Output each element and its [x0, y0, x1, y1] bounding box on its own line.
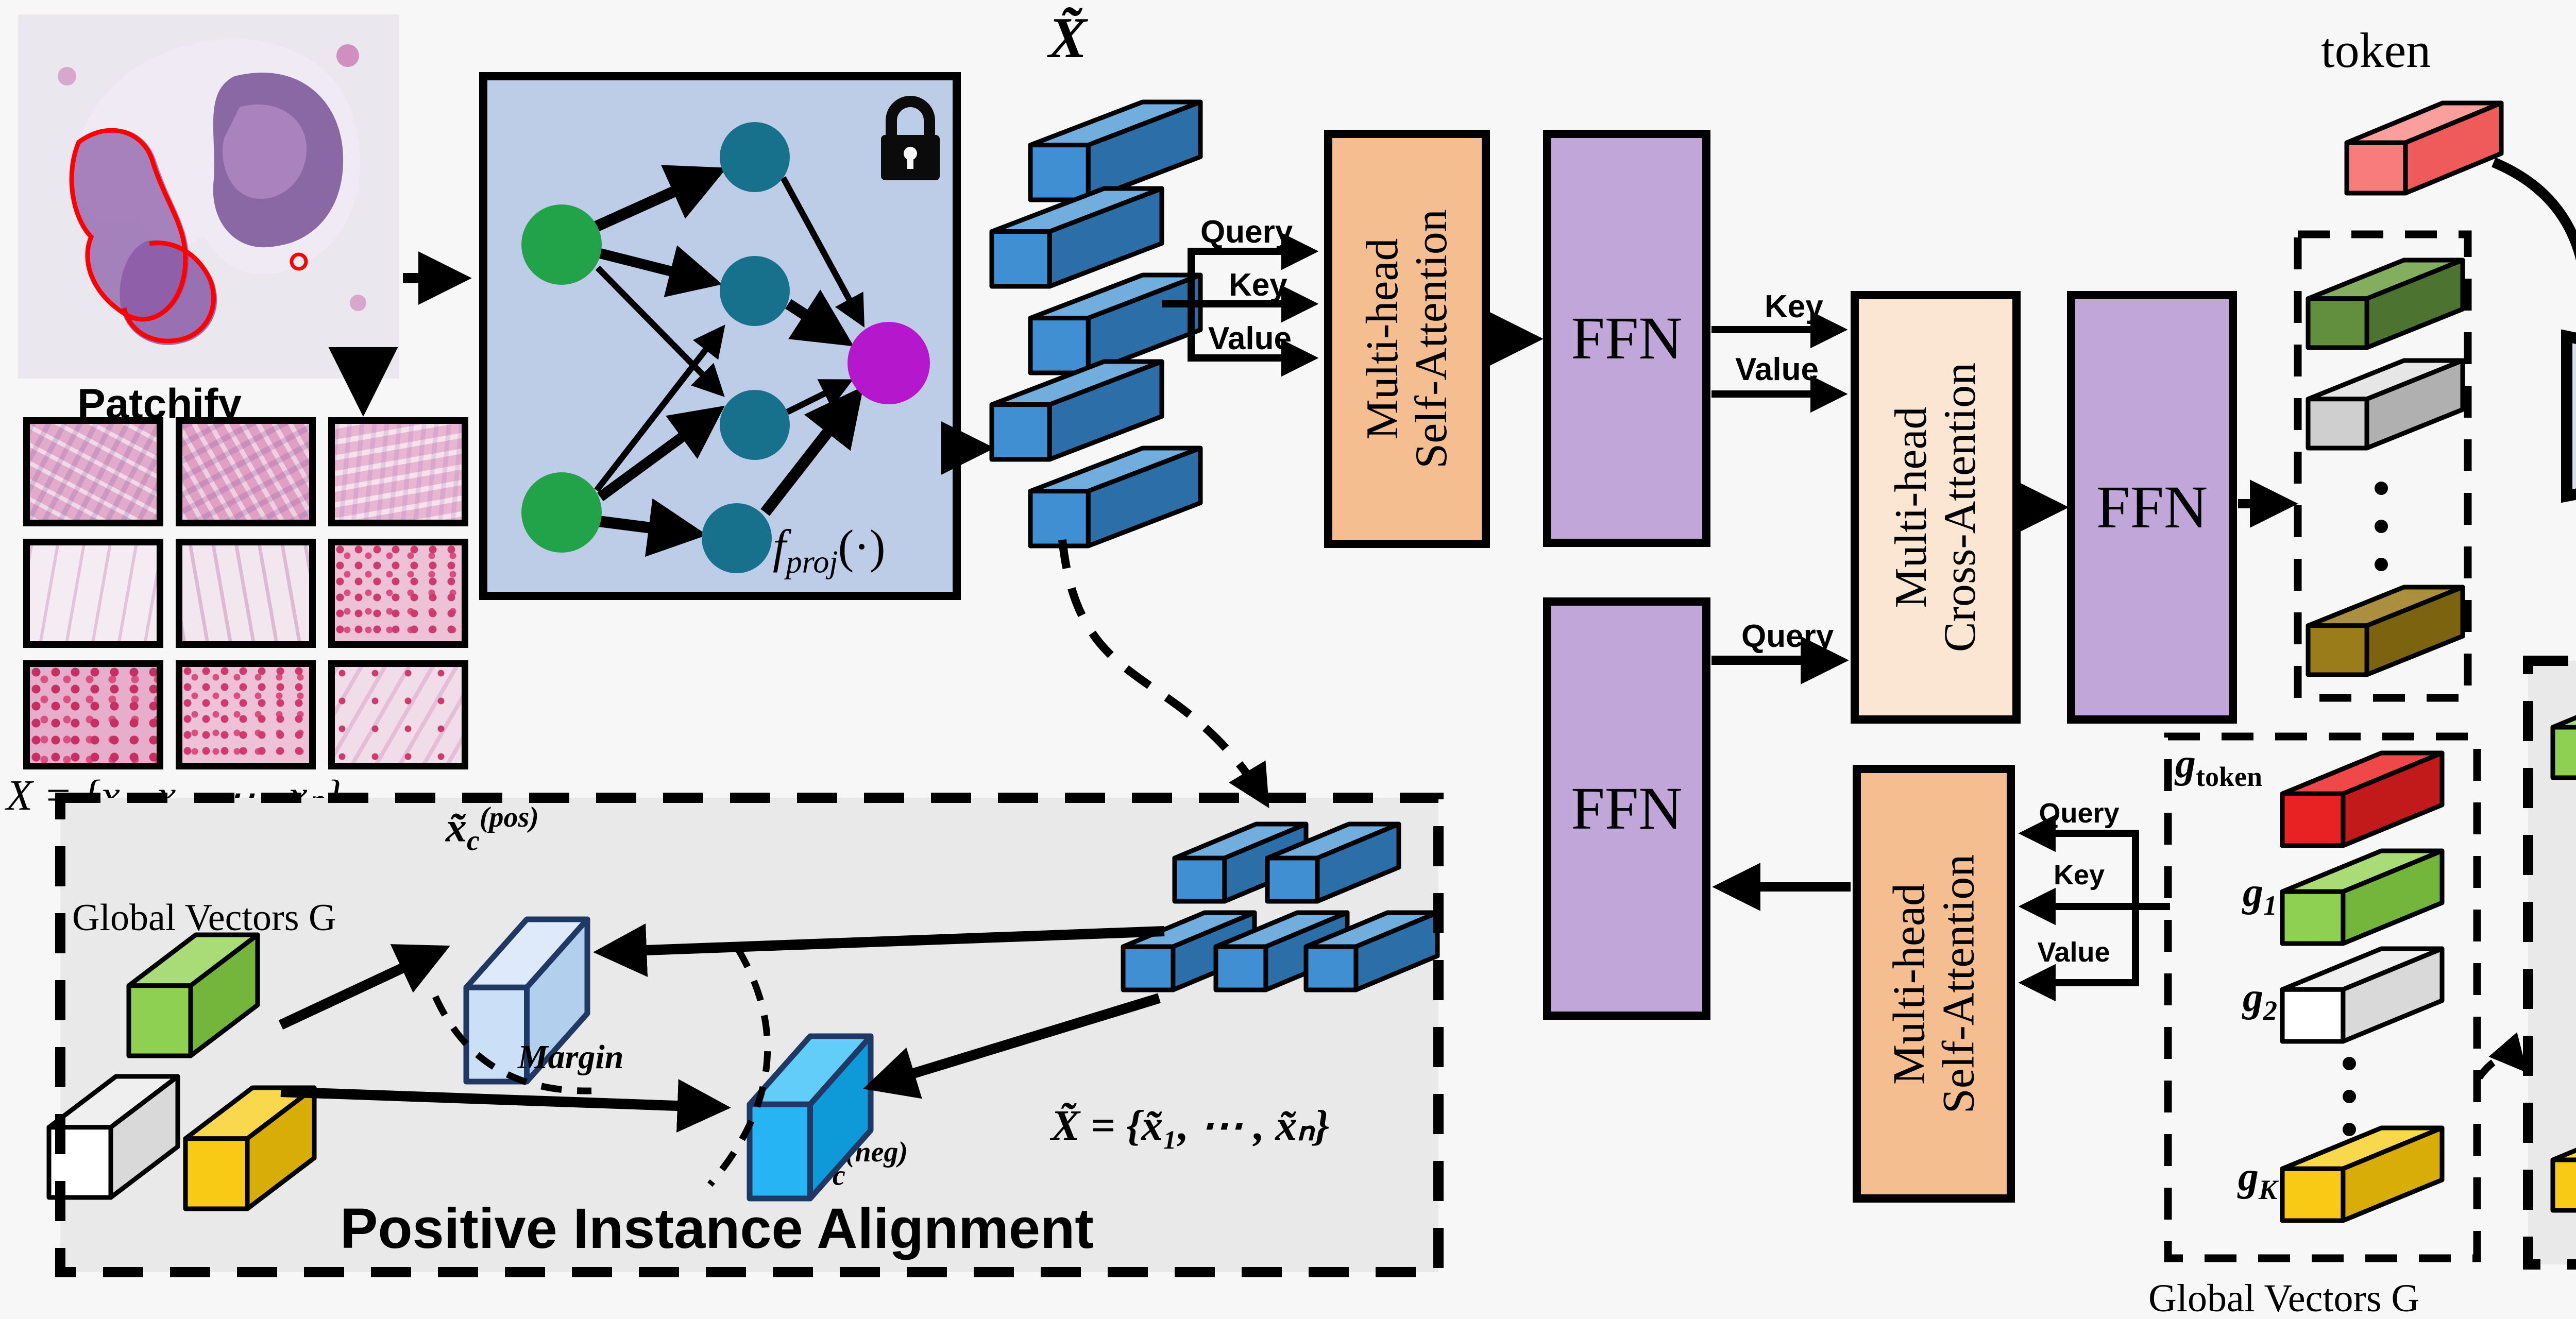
- class-token-bar: [2344, 100, 2504, 196]
- query-label: Query: [2039, 798, 2120, 829]
- vertical-ellipsis: [2343, 1057, 2356, 1136]
- wsi-art: [18, 14, 399, 379]
- instance-set-label: X̃ = {x̃₁, ⋯ , x̃ₙ}: [1051, 1102, 1330, 1150]
- instance-bar: [1303, 910, 1440, 992]
- patch-thumbnail: [23, 417, 163, 526]
- embedding-bar: [1028, 99, 1203, 202]
- key-label: Key: [1765, 289, 1823, 324]
- gK-label: gK: [2238, 1154, 2277, 1205]
- key-label: Key: [1229, 267, 1287, 303]
- projector-label: fproj(·): [773, 520, 886, 580]
- pia-title: Positive Instance Alignment: [340, 1197, 1094, 1260]
- cross-attention-label: Multi-head Cross-Attention: [1886, 362, 1985, 653]
- patch-thumbnail: [176, 660, 316, 769]
- ffn-label: FFN: [1571, 304, 1683, 372]
- patch-thumbnail: [328, 539, 468, 648]
- embedding-bar: [989, 359, 1164, 462]
- negative-instance-bar: [747, 1033, 874, 1202]
- patch-thumbnail: [23, 539, 163, 648]
- vertical-ellipsis: [2375, 482, 2388, 571]
- key-label: Key: [2053, 860, 2105, 890]
- embedding-set-label: X̃: [1048, 6, 1087, 70]
- margin-label: Margin: [518, 1038, 624, 1076]
- tumor-outline: [69, 128, 188, 322]
- pia-yellow-bar: [183, 1085, 317, 1211]
- ffn-label: FFN: [1571, 775, 1683, 842]
- value-label: Value: [1208, 321, 1292, 356]
- value-label: Value: [1735, 352, 1819, 387]
- global-vector-bar: [2280, 848, 2445, 946]
- globals-to-diversity-dashed-arrow: [2476, 1032, 2528, 1080]
- positive-instance-label: x̃c(pos): [446, 801, 539, 857]
- token-label: token: [2321, 23, 2431, 78]
- patch-thumbnail: [176, 539, 316, 648]
- ffn-box: FFN: [1543, 130, 1710, 547]
- patch-thumbnail: [328, 417, 468, 526]
- patch-thumbnail: [328, 660, 468, 769]
- g2-label: g2: [2243, 975, 2277, 1026]
- self-attention-box: [1324, 130, 1490, 548]
- instance-bar: [1265, 821, 1401, 904]
- ffn-box: FFN: [2067, 291, 2237, 724]
- value-label: Value: [2037, 937, 2110, 968]
- patch-thumbnail: [23, 660, 163, 769]
- token-to-classifier-arrow: [2492, 157, 2576, 389]
- self-attention-box: [1853, 765, 2015, 1203]
- embedding-bar: [1028, 272, 1203, 375]
- ffn-box: FFN: [1543, 597, 1710, 1020]
- pia-white-bar: [46, 1074, 180, 1200]
- embeddings-to-pia-dashed-arrow: [1058, 539, 1269, 809]
- classifier-shape: [2561, 329, 2576, 503]
- cross-attention-box: [1851, 291, 2021, 724]
- global-vector-bar: [2280, 1125, 2445, 1223]
- wsi-thumbnail: [18, 14, 399, 379]
- lock-icon: [872, 92, 949, 187]
- global-vector-bar: [2280, 946, 2445, 1044]
- global-token-bar: [2280, 750, 2445, 848]
- g1-label: g1: [2243, 870, 2277, 921]
- pia-green-bar: [126, 932, 260, 1058]
- diversity-yellow-bar: [2550, 1120, 2576, 1213]
- output-token-bar: [2306, 358, 2465, 451]
- ffn-label: FFN: [2096, 473, 2208, 541]
- patch-thumbnail: [176, 417, 316, 526]
- diversity-green-bar: [2550, 688, 2576, 780]
- embedding-bar: [989, 186, 1164, 289]
- embedding-bar: [1028, 446, 1203, 549]
- g-token-label: gtoken: [2175, 741, 2263, 792]
- query-label: Query: [1200, 214, 1293, 250]
- output-token-bar: [2306, 258, 2465, 350]
- query-label: Query: [1741, 619, 1834, 654]
- global-vectors-caption: Global Vectors G: [2148, 1277, 2420, 1319]
- self-attention-label: Multi-head Self-Attention: [1884, 854, 1984, 1114]
- self-attention-label: Multi-head Self-Attention: [1357, 209, 1456, 469]
- output-token-bar: [2306, 585, 2465, 677]
